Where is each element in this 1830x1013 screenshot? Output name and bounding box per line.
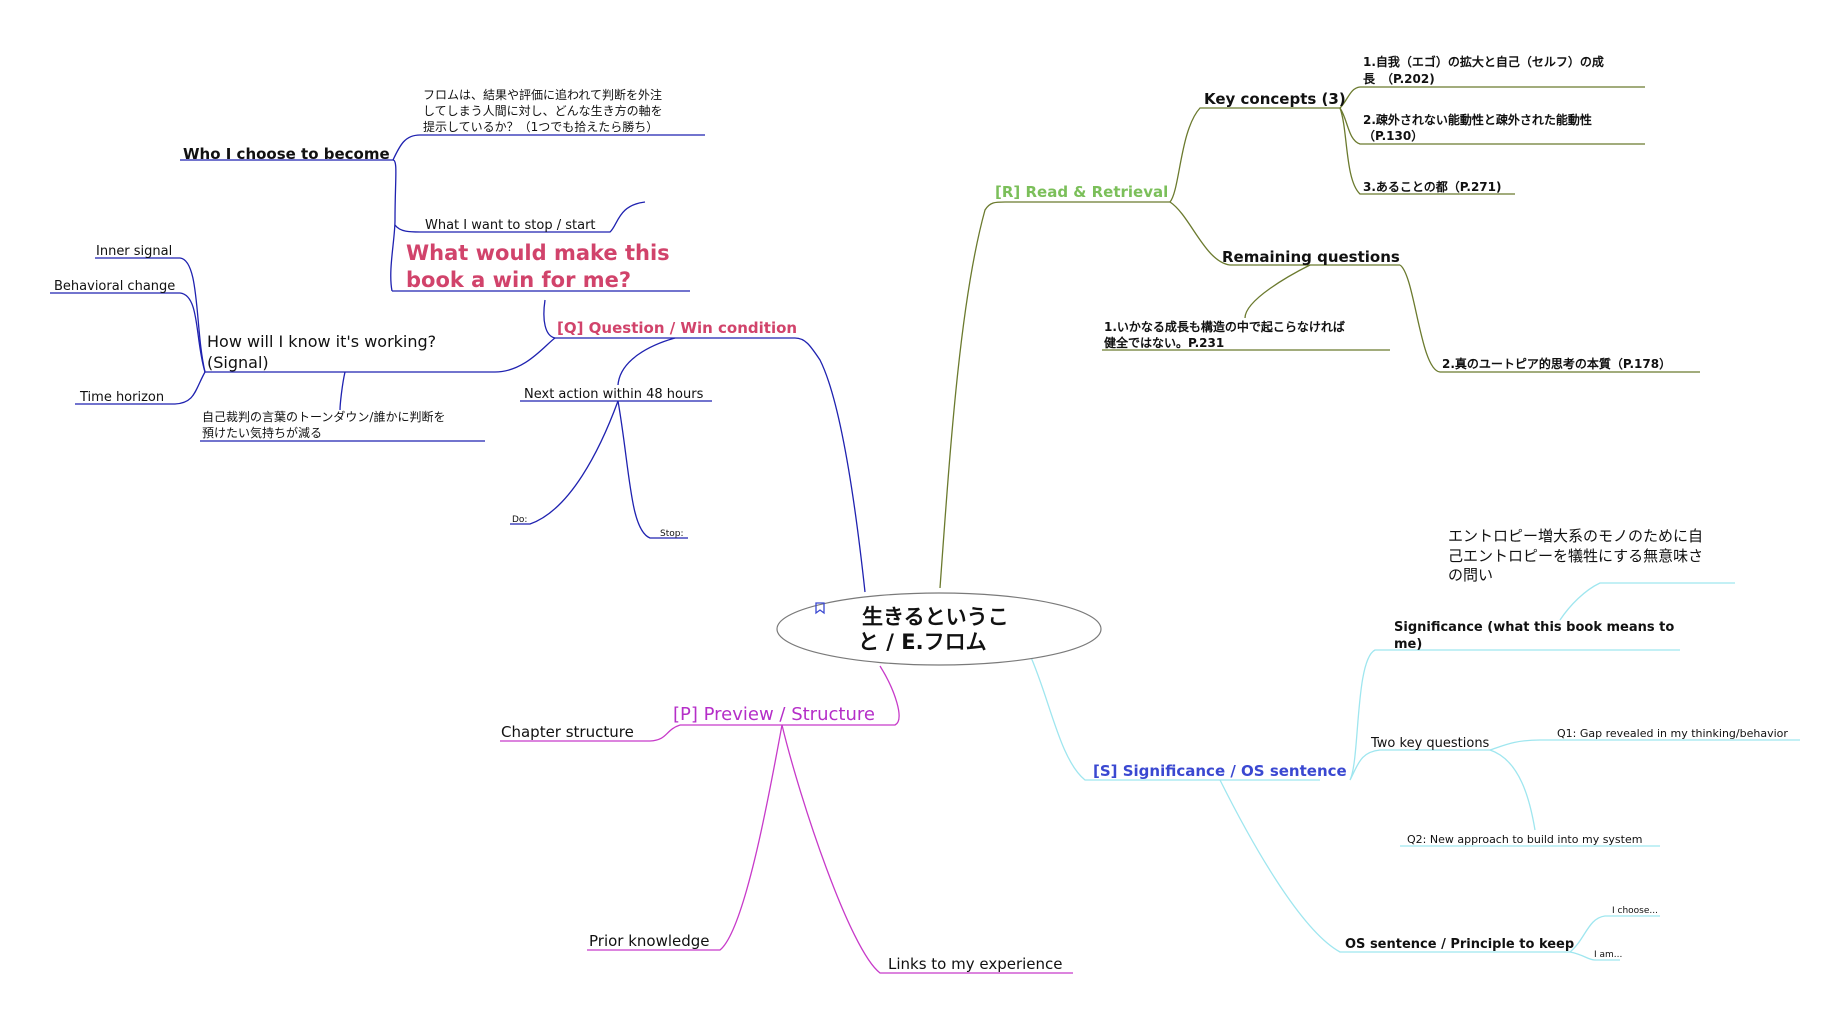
remaining-q1-line2[interactable]: 健全ではない。P.231 [1104,335,1224,350]
p-branch-label[interactable]: [P] Preview / Structure [673,704,875,725]
remaining-q1-connector [1244,264,1311,319]
who-label[interactable]: Who I choose to become [183,145,390,163]
signal-note-line1[interactable]: 自己裁判の言葉のトーンダウン/誰かに判断を [202,409,445,424]
os-am[interactable]: I am... [1594,950,1622,960]
os-label[interactable]: OS sentence / Principle to keep [1345,937,1574,952]
signal-note-line2[interactable]: 預けたい気持ちが減る [202,425,322,440]
central-title-line2: と / E.フロム [858,630,987,654]
central-ellipse[interactable] [776,592,1102,666]
significance-label-line1[interactable]: Significance (what this book means to [1394,620,1674,635]
concept-3[interactable]: 3.あることの都（P.271) [1363,179,1501,194]
r-connector [939,201,1170,589]
tq-q1-connector [1489,739,1800,751]
signal-note-connector [339,371,346,411]
q-headline-line1[interactable]: What would make this [406,241,670,265]
tq-q1[interactable]: Q1: Gap revealed in my thinking/behavior [1557,727,1788,740]
remaining-q1-line1[interactable]: 1.いかなる成長も構造の中で起こらなければ [1104,319,1345,334]
signal-label-line1[interactable]: How will I know it's working? [207,332,436,351]
os-choose[interactable]: I choose... [1612,906,1658,916]
chapter-label[interactable]: Chapter structure [501,723,634,741]
os-am-connector [1569,951,1620,961]
signal-label-line2[interactable]: (Signal) [207,353,269,372]
q-headline-line2[interactable]: book a win for me? [406,268,631,292]
next-action-connector [617,337,676,386]
q-headline-connector [543,299,556,339]
remaining-label[interactable]: Remaining questions [1222,248,1400,266]
who-note-line1[interactable]: フロムは、結果や評価に追われて判断を外注 [423,87,662,102]
q-who-connector [180,159,397,292]
tq-q2[interactable]: Q2: New approach to build into my system [1407,833,1642,846]
concept-3-connector [1339,107,1515,195]
q-texts: [Q] Question / Win condition What would … [54,87,797,539]
signal-behav-label[interactable]: Behavioral change [54,279,175,294]
two-questions-connector [1349,749,1490,781]
s-texts: [S] Significance / OS sentence Significa… [1093,527,1788,960]
next-action-label[interactable]: Next action within 48 hours [524,387,704,402]
chapter-connector [500,724,681,742]
remaining-q2-connector [1399,264,1700,373]
r-branch-label[interactable]: [R] Read & Retrieval [995,183,1168,201]
os-choose-connector [1569,915,1660,953]
significance-note-line2[interactable]: 己エントロピーを犠牲にする無意味さ [1448,547,1703,565]
do-label[interactable]: Do: [512,515,527,525]
significance-note-connector [1559,582,1735,621]
concept-2-line2[interactable]: （P.130） [1363,128,1423,143]
p-texts: [P] Preview / Structure Chapter structur… [501,704,1063,973]
signal-time-connector [75,371,206,405]
stop-start-connector [394,201,646,233]
central-title-line1: 生きるというこ [862,605,1009,629]
bookmark-icon [815,602,825,615]
concept-1-line1[interactable]: 1.自我（エゴ）の拡大と自己（セルフ）の成 [1363,54,1604,69]
key-concepts-connector [1169,107,1340,203]
s-connector [1029,654,1320,781]
significance-note-line1[interactable]: エントロピー増大系のモノのために自 [1448,527,1703,545]
s-branch-label[interactable]: [S] Significance / OS sentence [1093,762,1347,780]
signal-behav-connector [50,292,206,373]
concept-2-line1[interactable]: 2.疎外されない能動性と疎外された能動性 [1363,112,1592,127]
q-connector [555,337,866,593]
do-connector [510,400,619,525]
key-concepts-label[interactable]: Key concepts (3) [1204,90,1346,108]
links-label[interactable]: Links to my experience [888,955,1063,973]
who-note-connector [392,134,705,161]
stop-start-label[interactable]: What I want to stop / start [425,218,596,233]
s-branch [1029,582,1800,961]
remaining-connector [1169,201,1400,266]
stop-label[interactable]: Stop: [660,529,684,539]
r-branch [939,86,1700,589]
os-connector [1219,779,1570,953]
signal-time-label[interactable]: Time horizon [79,390,164,405]
significance-label-line2[interactable]: me) [1394,637,1422,652]
concept-2-connector [1339,107,1645,145]
concept-1-connector [1339,86,1645,109]
who-note-line2[interactable]: してしまう人間に対し、どんな生き方の軸を [423,103,663,118]
significance-connector [1349,649,1680,781]
signal-inner-connector [95,257,206,373]
r-texts: [R] Read & Retrieval Key concepts (3) 1.… [995,54,1671,371]
signal-inner-label[interactable]: Inner signal [96,244,172,259]
links-connector [781,724,1073,974]
p-connector [680,665,900,726]
two-questions-label[interactable]: Two key questions [1370,736,1490,751]
concept-1-line2[interactable]: 長 （P.202) [1363,71,1435,86]
p-branch [500,665,1073,974]
signal-connector [205,337,556,373]
who-note-line3[interactable]: 提示しているか？（1つでも拾えたら勝ち） [423,119,658,134]
remaining-q2[interactable]: 2.真のユートピア的思考の本質（P.178） [1442,356,1671,371]
stop-connector [617,400,688,539]
central-node[interactable]: 生きるというこ と / E.フロム [776,592,1102,666]
prior-connector [587,724,783,951]
significance-note-line3[interactable]: の問い [1448,566,1493,584]
tq-q2-connector [1489,749,1536,831]
q-branch [50,134,866,593]
q-branch-label[interactable]: [Q] Question / Win condition [557,319,797,337]
prior-label[interactable]: Prior knowledge [589,932,710,950]
